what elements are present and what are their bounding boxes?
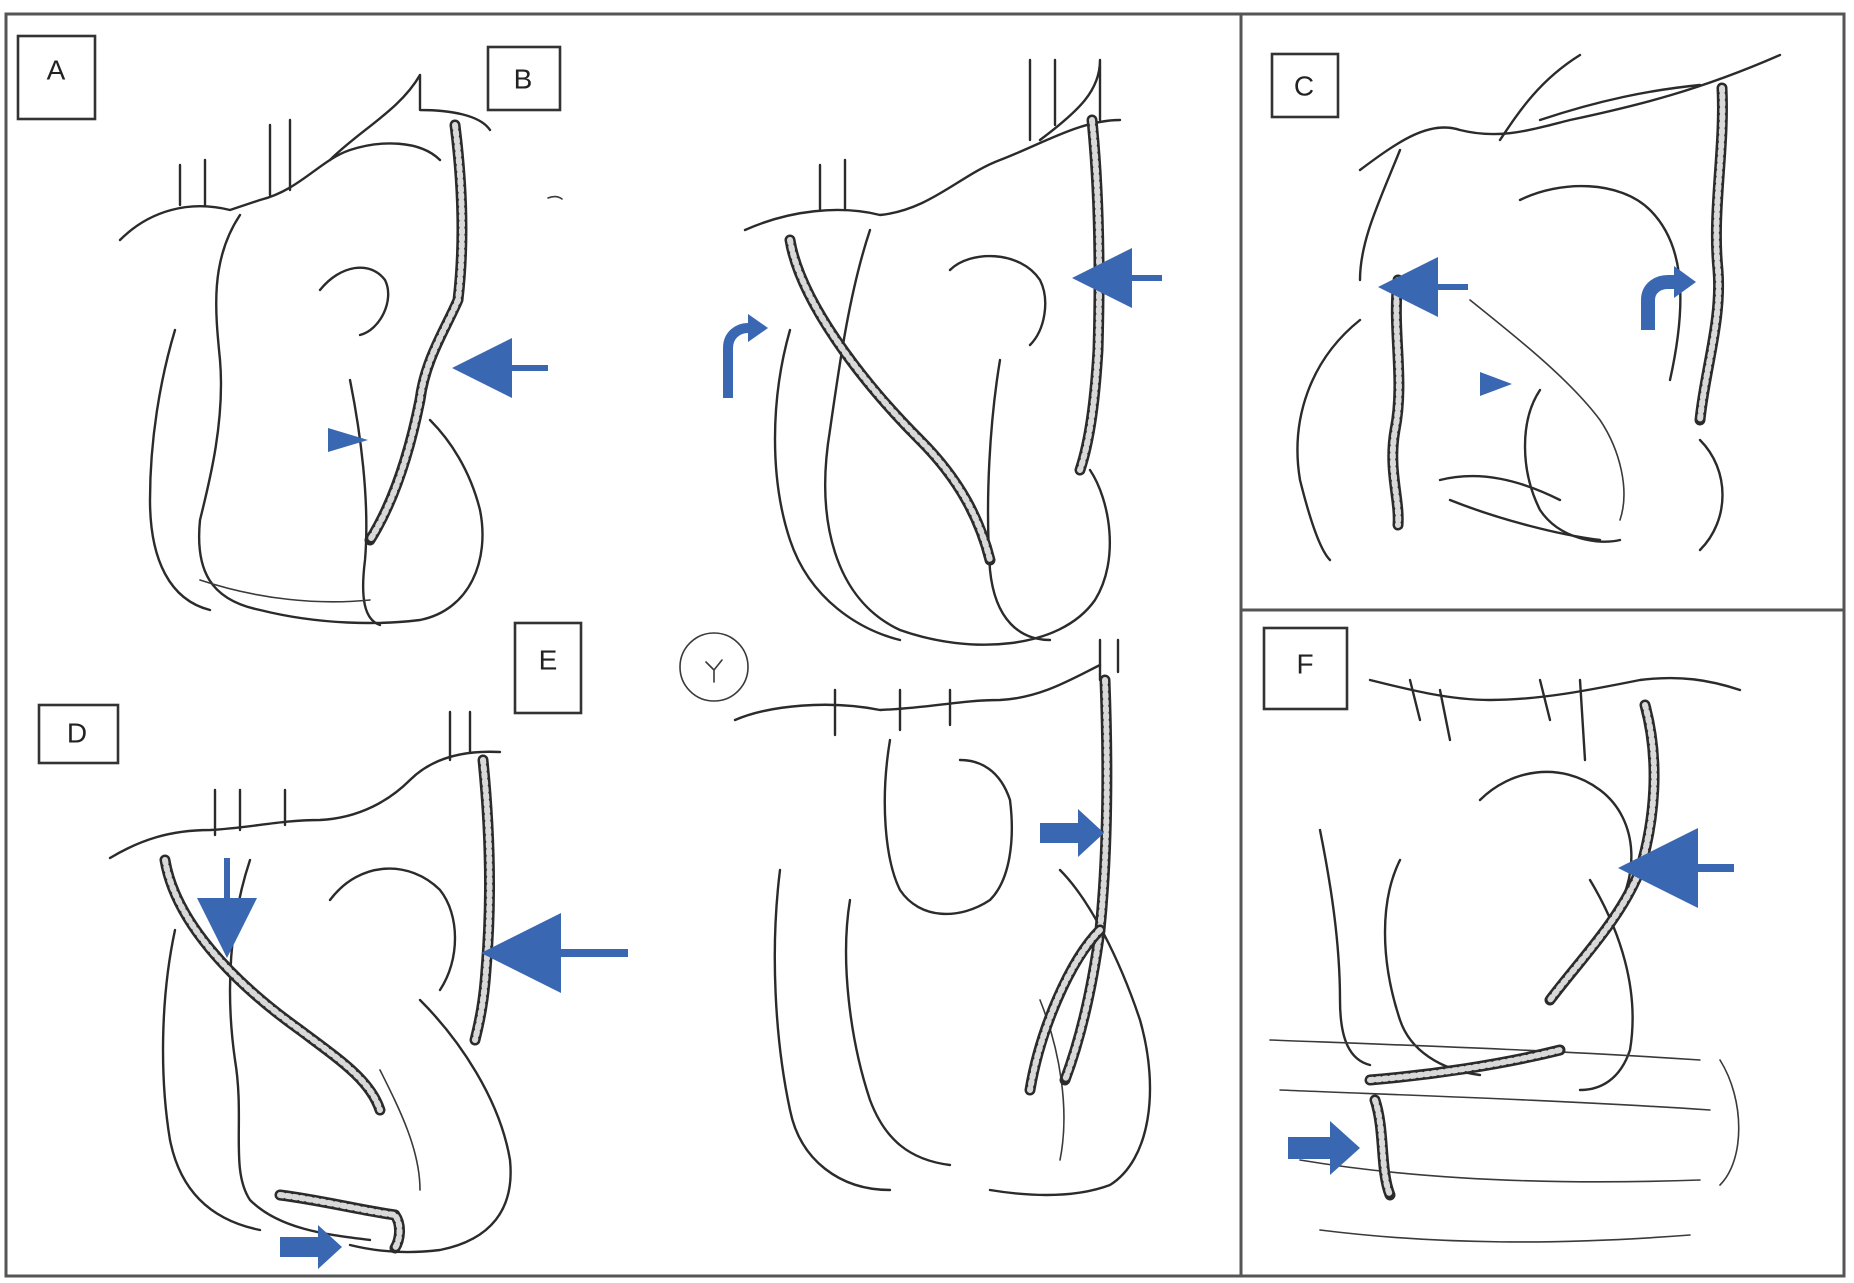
handwritten-y-mark xyxy=(705,659,723,683)
panel-label-e: E xyxy=(513,621,583,715)
panel-a xyxy=(118,73,548,627)
panel-label-b: B xyxy=(486,45,562,112)
panel-label-f: F xyxy=(1262,626,1349,711)
panel-label-c-text: C xyxy=(1294,71,1314,102)
arrowhead-right-c xyxy=(1480,372,1512,396)
panel-label-a: A xyxy=(16,34,97,121)
panel-label-d-text: D xyxy=(67,718,87,749)
panel-label-c: C xyxy=(1270,52,1340,119)
curved-arrow-head-b xyxy=(748,314,768,342)
block-arrow-right-e xyxy=(1040,809,1104,857)
panel-e xyxy=(679,632,1152,1197)
panel-label-e-text: E xyxy=(539,645,558,676)
curved-arrow-head-c xyxy=(1674,266,1696,298)
panel-f xyxy=(1269,676,1742,1243)
panel-label-b-text: B xyxy=(514,64,533,95)
panel-label-a-text: A xyxy=(47,55,66,86)
block-arrow-right-d xyxy=(280,1225,342,1269)
panel-b xyxy=(547,58,1162,646)
heart-drawing-d xyxy=(108,710,512,1254)
block-arrow-right-f xyxy=(1288,1121,1360,1175)
panel-c xyxy=(1296,53,1782,562)
small-mark-b xyxy=(547,195,563,200)
heart-drawing-e xyxy=(733,638,1152,1197)
panel-label-f-text: F xyxy=(1296,649,1313,680)
heart-drawing-c xyxy=(1296,53,1782,562)
curved-arrow-up-right-c xyxy=(1641,275,1678,330)
figure-border xyxy=(4,12,1846,1278)
heart-drawing-b xyxy=(743,58,1122,646)
heart-drawing-a xyxy=(118,73,492,627)
curved-arrow-up-right-b xyxy=(723,323,752,398)
panel-label-d: D xyxy=(37,703,120,765)
arrowhead-right-a xyxy=(328,428,368,452)
handwritten-circle-mark xyxy=(679,632,749,702)
panel-d xyxy=(108,710,628,1269)
